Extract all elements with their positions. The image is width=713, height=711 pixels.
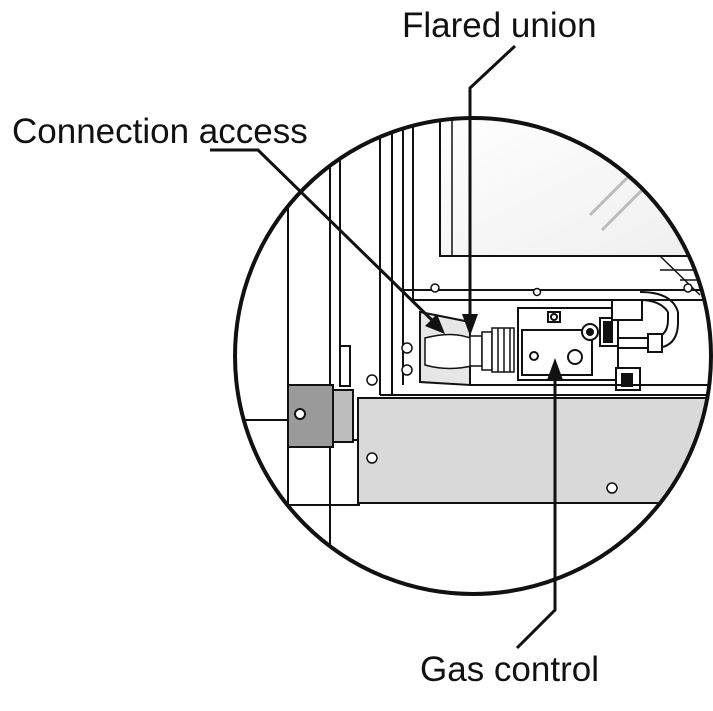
valve-shelf — [380, 384, 711, 396]
side-bracket — [287, 345, 354, 448]
gas-control-leader — [515, 372, 557, 650]
magnifier-circle — [233, 116, 713, 596]
glass-panel — [439, 118, 711, 257]
pilot-tubing — [618, 291, 679, 353]
connection-access-label: Connection access — [12, 112, 308, 151]
flared-union-arrowhead — [462, 314, 478, 336]
callout-leaders — [210, 44, 557, 650]
gas-control-label: Gas control — [420, 650, 599, 689]
screw — [401, 283, 693, 376]
flared-union-fitting — [469, 327, 515, 373]
connection-access-opening — [419, 310, 476, 387]
gas-control-arrowhead — [547, 358, 563, 380]
flared-union-label: Flared union — [402, 6, 597, 45]
callout-arrowheads — [425, 314, 563, 380]
connection-access-arrowhead — [425, 314, 445, 334]
lower-access-panel — [357, 374, 711, 504]
flared-union-leader — [468, 44, 517, 322]
connection-access-leader — [210, 148, 440, 328]
